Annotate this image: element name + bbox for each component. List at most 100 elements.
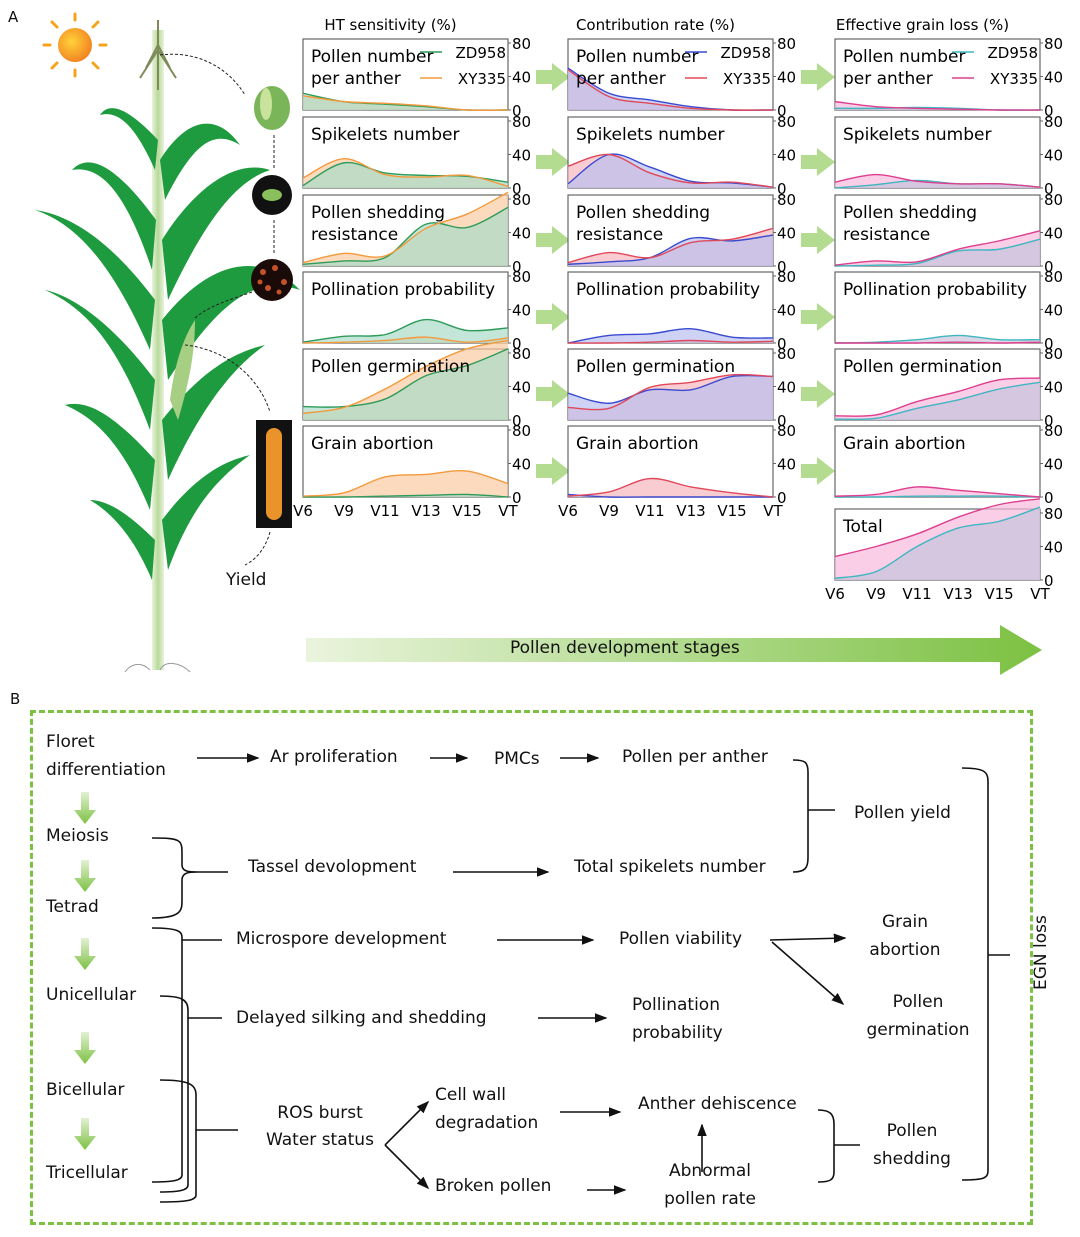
flow-arrow-icon	[536, 380, 570, 408]
y-tick-label: 80	[1044, 345, 1063, 363]
y-tick-label: 40	[512, 225, 531, 243]
line-xy335	[834, 100, 1041, 111]
x-tick-label: V11	[370, 502, 399, 520]
subplot-title: Grain abortion	[311, 434, 434, 454]
y-tick-label: 80	[777, 345, 796, 363]
line-xy335	[302, 191, 509, 264]
x-tick-label: V15	[717, 502, 746, 520]
line-xy335	[302, 336, 509, 344]
line-xy335	[567, 339, 774, 344]
y-tick-label: 40	[1044, 302, 1063, 320]
chart-title: Effective grain loss (%)	[836, 16, 1009, 34]
x-tick-label: V9	[334, 502, 354, 520]
y-tick-label: 80	[512, 422, 531, 440]
ear-on-stem	[170, 320, 195, 420]
flow-arrow-icon	[801, 303, 835, 331]
y-tick-label: 40	[512, 379, 531, 397]
y-tick-label: 40	[777, 379, 796, 397]
line-xy335	[302, 339, 509, 414]
line-xy335	[567, 153, 774, 188]
flow-arrow-icon	[801, 63, 835, 91]
flow-arrow-icon	[801, 380, 835, 408]
x-tick-label: V15	[452, 502, 481, 520]
subplot-title: Pollen shedding	[311, 203, 445, 223]
x-tick-label: V13	[676, 502, 705, 520]
subplot-title: Pollination probability	[843, 280, 1027, 300]
node-pollen-per-anther: Pollen per anther	[622, 747, 768, 767]
line-zd958	[834, 381, 1041, 421]
y-tick-label: 80	[777, 113, 796, 131]
x-tick-label: VT	[498, 502, 518, 520]
node-water-status: Water status	[266, 1130, 374, 1150]
subplot-title: Grain abortion	[576, 434, 699, 454]
y-tick-label: 80	[512, 35, 531, 53]
y-tick-label: 80	[512, 345, 531, 363]
y-tick-label: 80	[777, 35, 796, 53]
subplot-frame	[834, 38, 1041, 111]
line-zd958	[834, 506, 1041, 580]
stage-bicellular: Bicellular	[46, 1080, 125, 1100]
subplot-title: Pollination probability	[576, 280, 760, 300]
subplot-title: per anther	[843, 69, 933, 89]
maize-plant-illustration	[35, 12, 300, 673]
node-grain-abortion: Grain abortion	[869, 912, 941, 960]
area-zd958	[835, 239, 1040, 266]
node-microspore-development: Microspore development	[236, 929, 447, 949]
line-xy335	[834, 377, 1041, 417]
panel-b-label: B	[10, 690, 21, 708]
flow-arrow-icon	[801, 226, 835, 254]
y-tick-label: 40	[777, 225, 796, 243]
x-tick-label: VT	[1030, 585, 1050, 603]
node-pollen-viability: Pollen viability	[619, 929, 743, 949]
node-ros-burst: ROS burst	[277, 1103, 363, 1123]
flow-arrow-icon	[536, 63, 570, 91]
flow-connectors	[74, 753, 1010, 1203]
area-zd958	[303, 93, 508, 111]
area-xy335	[568, 478, 773, 497]
y-tick-label: 0	[1044, 412, 1054, 430]
subplot-title: Pollen number	[311, 47, 433, 67]
subplot-title: per anther	[311, 69, 401, 89]
mechanism-diagram-box	[30, 710, 1033, 1225]
legend-label-xy335: XY335	[458, 70, 506, 88]
y-tick-label: 0	[777, 412, 787, 430]
subplot-title: Pollination probability	[311, 280, 495, 300]
node-tassel-development: Tassel devolopment	[248, 857, 417, 877]
chart-column-3: Effective grain loss (%)Pollen numberper…	[825, 16, 1063, 603]
y-tick-label: 0	[512, 180, 522, 198]
x-tick-label: VT	[763, 502, 783, 520]
area-zd958	[303, 207, 508, 266]
y-tick-label: 80	[777, 191, 796, 209]
stage-tetrad: Tetrad	[46, 897, 99, 917]
line-xy335	[302, 95, 509, 112]
line-xy335	[834, 230, 1041, 266]
x-tick-label: V6	[293, 502, 313, 520]
line-xy335	[567, 227, 774, 264]
line-zd958	[567, 328, 774, 344]
x-tick-label: V6	[558, 502, 578, 520]
line-xy335	[834, 498, 1041, 558]
y-tick-label: 0	[512, 489, 522, 507]
x-tick-label: V13	[411, 502, 440, 520]
y-tick-label: 0	[1044, 572, 1054, 590]
subplot-title: Pollen germination	[311, 357, 470, 377]
y-tick-label: 80	[1044, 505, 1063, 523]
subplot-title: resistance	[311, 225, 398, 245]
y-tick-label: 0	[512, 412, 522, 430]
y-tick-label: 80	[1044, 268, 1063, 286]
subplot-title: Pollen shedding	[576, 203, 710, 223]
flow-arrow-icon	[801, 148, 835, 176]
node-broken-pollen: Broken pollen	[435, 1176, 552, 1196]
y-tick-label: 0	[1044, 102, 1054, 120]
subplot-frame	[834, 271, 1041, 344]
y-tick-label: 40	[512, 69, 531, 87]
subplot-title: Pollen number	[576, 47, 698, 67]
subplot-title: Spikelets number	[311, 125, 459, 145]
